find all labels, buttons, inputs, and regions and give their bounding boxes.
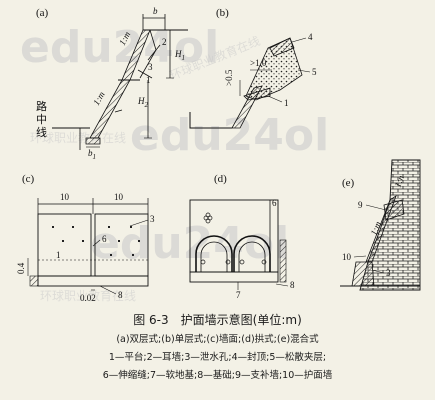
- panel-d: (d) 6 7 8: [189, 173, 295, 300]
- panel-c-part-1: 1: [56, 250, 61, 260]
- lower-wall: [89, 79, 131, 139]
- panel-e-label: (e): [342, 177, 355, 189]
- panel-c-gap: 0.02: [80, 293, 96, 303]
- panel-a-part-3: 3: [148, 62, 153, 72]
- panel-a-part-2: 2: [162, 37, 167, 47]
- watermark-cn: 环球职业教育在线: [30, 130, 126, 145]
- road-label-2: 中: [36, 113, 47, 126]
- panel-c-label: (c): [22, 173, 35, 185]
- caption-line-2: 1—平台;2—耳墙;3—泄水孔;4—封顶;5—松散夹层;: [108, 352, 327, 363]
- figure-drawing: edu24ol 环球职业教育在线 edu24ol 环球职业教育在线 edu24o…: [16, 6, 421, 303]
- panel-b-dim-top: >1.0: [250, 58, 267, 68]
- panel-c-part-6: 6: [102, 234, 107, 244]
- panel-b-part-1: 1: [284, 98, 289, 108]
- figure-caption: 图 6-3 护面墙示意图(单位:m) (a)双层式;(b)单层式;(c)墙面;(…: [0, 311, 435, 385]
- panel-c-part-3: 3: [150, 214, 155, 224]
- wall-panel-left: [37, 213, 92, 277]
- panel-b-dim-side: >0.5: [224, 69, 234, 86]
- panel-c: (c) 10 10 0.4 0.02 3 6 1: [16, 173, 155, 303]
- panel-a-h1: H1: [174, 49, 185, 62]
- panel-d-part-6: 6: [272, 198, 277, 208]
- arch-right: [233, 235, 271, 272]
- caption-line-3: 6—伸缩缝;7—软地基;8—基础;9—支补墙;10—护面墙: [102, 370, 333, 381]
- panel-b-part-4: 4: [308, 32, 313, 42]
- panel-a-slope-lower: 1:m: [91, 89, 107, 107]
- panel-c-height: 0.4: [16, 262, 26, 274]
- panel-c-width-right: 10: [114, 192, 124, 202]
- panel-d-label: (d): [214, 173, 227, 185]
- panel-e-part-9: 9: [358, 200, 363, 210]
- road-label-1: 路: [36, 100, 47, 113]
- panel-b-part-5: 5: [312, 67, 317, 77]
- caption-title: 图 6-3 护面墙示意图(单位:m): [133, 313, 302, 327]
- panel-e-part-3: 3: [386, 268, 391, 278]
- arch-left: [195, 235, 233, 272]
- panel-a-b1: b1: [88, 148, 96, 161]
- panel-d-part-7: 7: [236, 290, 241, 300]
- panel-a: (a) b 1:m 1:m 2 3 1 H1: [36, 6, 188, 161]
- panel-a-dim-b: b: [153, 6, 158, 16]
- panel-d-part-8: 8: [290, 280, 295, 290]
- watermark-brand: edu24ol: [130, 110, 329, 161]
- caption-line-1: (a)双层式;(b)单层式;(c)墙面;(d)拱式;(e)混合式: [116, 334, 319, 345]
- panel-c-width-left: 10: [60, 192, 70, 202]
- foundation: [37, 275, 149, 287]
- panel-e-slope-upper: 1:n: [392, 174, 406, 189]
- panel-e: (e) 1:n 1:m 9 10 3: [340, 159, 421, 291]
- weep-holes: [52, 226, 140, 256]
- panel-b-label: (b): [216, 7, 229, 19]
- panel-b: (b) >1.0 >0.5 4 5 1: [189, 7, 317, 129]
- top-cap: [269, 37, 295, 57]
- road-label-3: 线: [36, 125, 47, 139]
- panel-a-label: (a): [36, 7, 49, 19]
- panel-a-h2: H2: [137, 96, 149, 109]
- support-wall: [383, 199, 405, 221]
- panel-c-part-8: 8: [118, 290, 123, 300]
- panel-e-part-10: 10: [342, 252, 352, 262]
